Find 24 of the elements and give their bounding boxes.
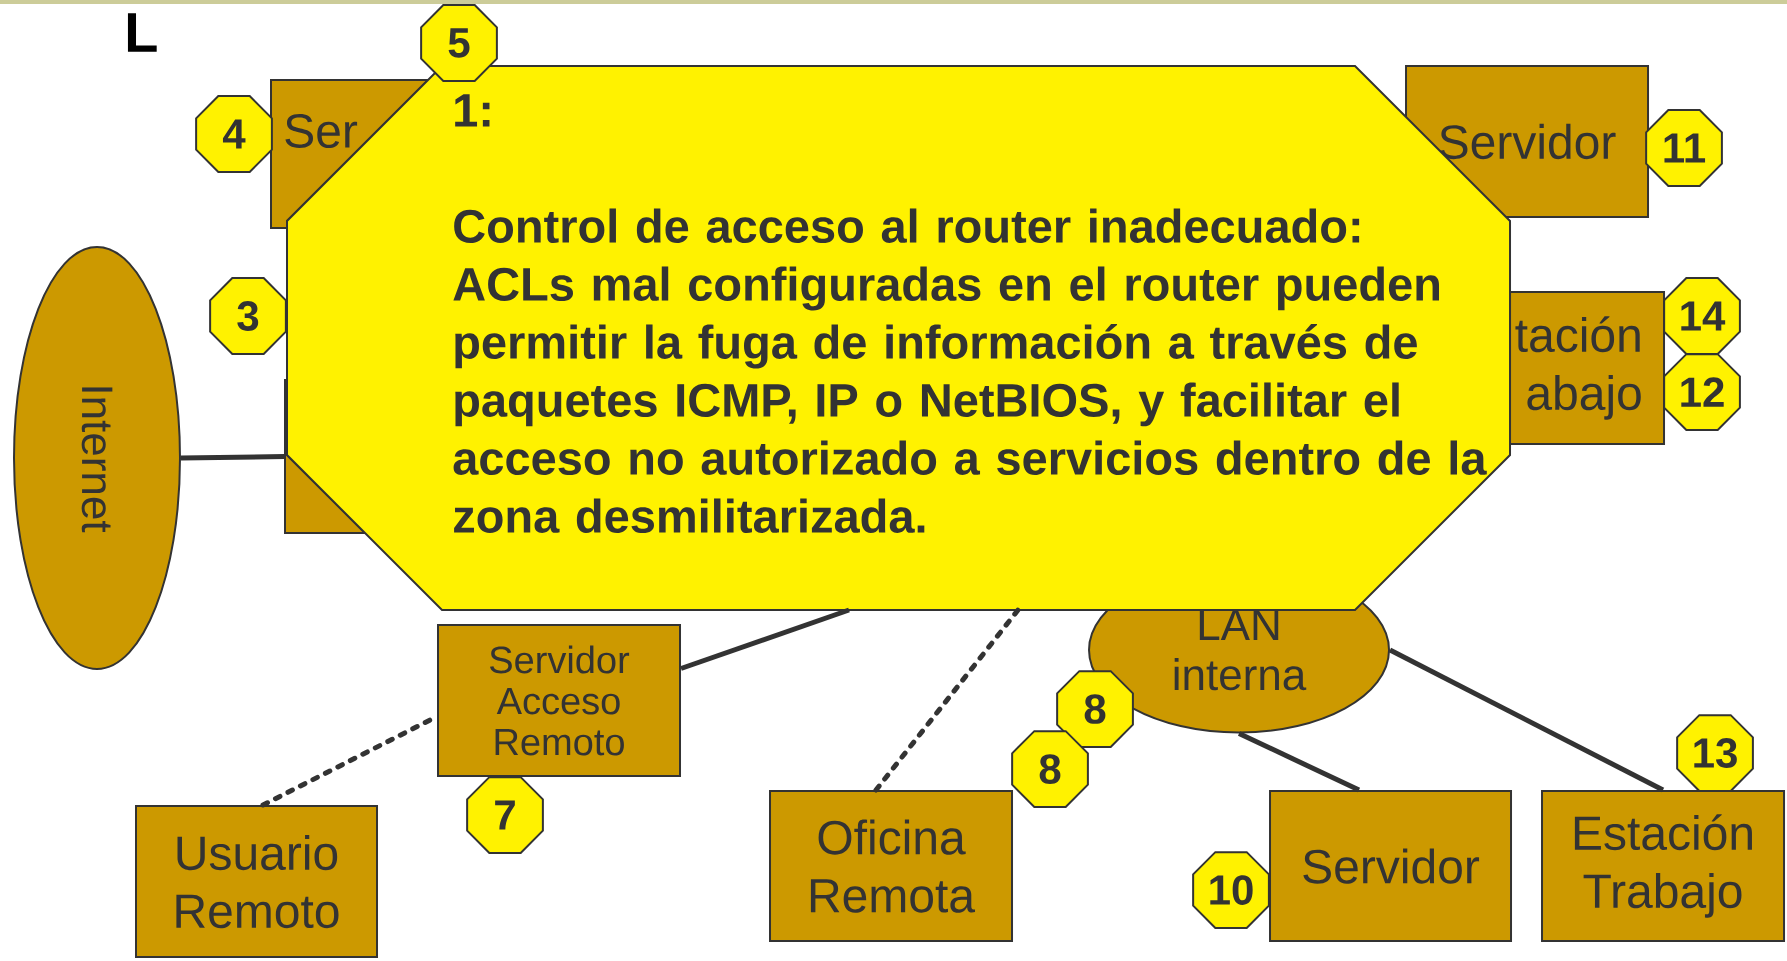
title-fragment: L	[127, 13, 157, 52]
callout-number: 8	[1011, 730, 1089, 808]
device-box: Estación Trabajo	[1541, 790, 1786, 942]
callout-number: 12	[1663, 353, 1741, 431]
device-box: Oficina Remota	[769, 790, 1013, 942]
callout-number: 7	[466, 776, 544, 854]
device-box: Ser	[270, 79, 431, 229]
callout-number: 8	[1056, 670, 1134, 748]
connector-line	[680, 607, 850, 671]
device-box: tación abajo	[1509, 291, 1665, 445]
callout-number: 4	[195, 95, 273, 173]
connector-line	[1237, 731, 1361, 793]
callout-number: 11	[1645, 109, 1723, 187]
device-box: Servidor	[1269, 790, 1512, 942]
connector-line	[180, 454, 285, 461]
callout-number: 14	[1663, 277, 1741, 355]
device-box: Servidor Acceso Remoto	[437, 624, 681, 777]
callout-number: 10	[1192, 851, 1270, 929]
connector-line	[873, 607, 1021, 793]
connector-line	[1388, 647, 1665, 793]
callout-number: 5	[420, 4, 498, 82]
callout-number: 13	[1676, 714, 1754, 792]
callout-number: 3	[209, 277, 287, 355]
device-box: Usuario Remoto	[135, 805, 378, 958]
